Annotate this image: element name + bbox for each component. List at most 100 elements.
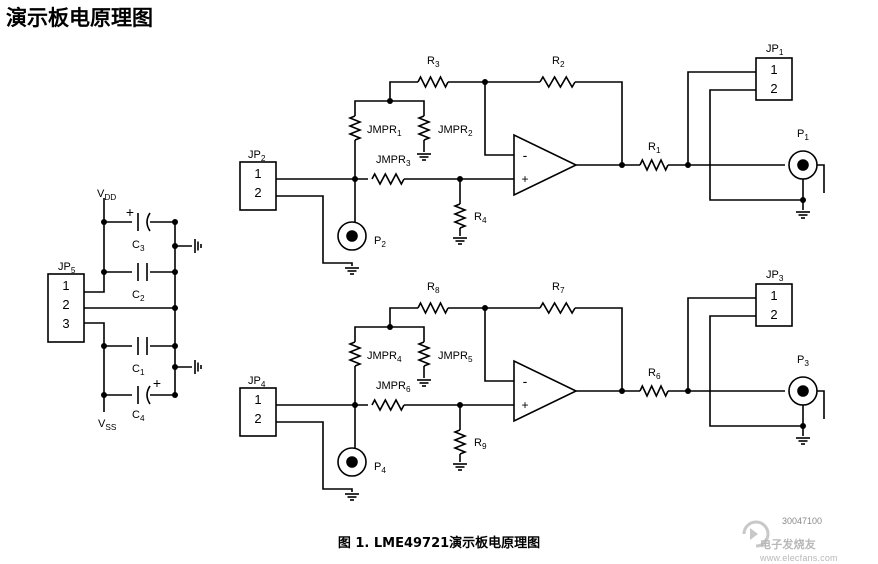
- wire: [575, 307, 623, 391]
- wire: [276, 195, 353, 266]
- component-label: C3: [132, 239, 145, 253]
- wire: [687, 297, 756, 391]
- probe-center: [797, 159, 809, 171]
- component-label: C1: [132, 363, 145, 377]
- resistor: [417, 75, 449, 89]
- pin-label: 1: [254, 166, 261, 181]
- wire: [817, 390, 825, 419]
- resistor: [416, 341, 432, 367]
- junction-dot: [457, 176, 463, 182]
- resistor: [539, 75, 576, 89]
- ground-icon: [416, 379, 432, 387]
- component-label: P4: [374, 461, 386, 475]
- resistor: [639, 158, 669, 172]
- wire: [84, 322, 105, 412]
- pin-label: 2: [770, 81, 777, 96]
- component-label: R6: [648, 367, 661, 381]
- component-label: R7: [552, 281, 565, 295]
- ground-icon: [344, 267, 360, 275]
- component-label: JMPR4: [367, 350, 402, 364]
- junction-dot: [101, 343, 107, 349]
- resistor: [347, 341, 363, 367]
- probe-jack: [337, 447, 367, 477]
- ground-icon: [795, 211, 811, 219]
- junction-dot: [172, 392, 178, 398]
- probe-center: [346, 230, 358, 242]
- junction-dot: [352, 176, 358, 182]
- component-label: R3: [427, 55, 440, 69]
- component-label: JMPR3: [376, 154, 411, 168]
- ground-icon: [452, 463, 468, 471]
- capacitor-plate: [146, 212, 151, 232]
- junction-dot: [685, 388, 691, 394]
- opamp-pin: +: [521, 398, 528, 412]
- opamp-triangle: [513, 133, 578, 197]
- component-label: JP5: [58, 261, 76, 275]
- component-label: VDD: [97, 188, 116, 202]
- output-jack-box: [755, 57, 793, 101]
- pin-label: 3: [62, 316, 69, 331]
- junction-dot: [172, 269, 178, 275]
- wire: [817, 164, 825, 193]
- junction-dot: [800, 423, 806, 429]
- pin-label: 1: [770, 62, 777, 77]
- ground-icon: [194, 359, 202, 375]
- watermark-figure-number: 30047100: [782, 516, 823, 526]
- wire: [389, 81, 418, 101]
- wire: [150, 221, 176, 346]
- component-label: P1: [797, 128, 809, 142]
- ground-icon: [452, 237, 468, 245]
- resistor: [452, 203, 468, 229]
- resistor: [371, 172, 405, 186]
- resistor: [639, 384, 669, 398]
- component-label: JMPR6: [376, 380, 411, 394]
- wire: [709, 315, 803, 427]
- junction-dot: [800, 197, 806, 203]
- pin-label: 2: [254, 185, 261, 200]
- junction-dot: [101, 219, 107, 225]
- pin-label: 2: [62, 297, 69, 312]
- pin-label: 1: [254, 392, 261, 407]
- opamp-pin: +: [521, 172, 528, 186]
- junction-dot: [101, 269, 107, 275]
- junction-dot: [101, 392, 107, 398]
- probe-jack: [788, 150, 818, 180]
- component-label: P3: [797, 354, 809, 368]
- ground-icon: [344, 493, 360, 501]
- probe-jack: [788, 376, 818, 406]
- wire: [484, 308, 514, 382]
- ground-icon: [194, 238, 202, 254]
- junction-dot: [172, 364, 178, 370]
- probe-center: [346, 456, 358, 468]
- resistor: [417, 301, 449, 315]
- component-label: R8: [427, 281, 440, 295]
- junction-dot: [619, 388, 625, 394]
- opamp-pin: -: [523, 147, 528, 163]
- junction-dot: [482, 79, 488, 85]
- input-jack-box: [239, 161, 277, 211]
- wire: [84, 198, 105, 293]
- power-connector-box: [47, 273, 85, 343]
- capacitor-plate: [146, 385, 151, 405]
- junction-dot: [172, 219, 178, 225]
- wire: [709, 89, 803, 201]
- component-label: JMPR1: [367, 124, 402, 138]
- component-label: R9: [474, 437, 487, 451]
- junction-dot: [387, 324, 393, 330]
- pin-label: 1: [770, 288, 777, 303]
- probe-jack: [337, 221, 367, 251]
- component-label: JP1: [766, 43, 784, 57]
- pin-label: 2: [770, 307, 777, 322]
- page-title: 演示板电原理图: [6, 6, 153, 30]
- wire: [276, 421, 353, 492]
- resistor: [452, 429, 468, 455]
- junction-dot: [172, 343, 178, 349]
- polarity-mark: +: [126, 204, 134, 220]
- resistor: [347, 115, 363, 141]
- wire: [389, 307, 418, 327]
- component-label: JP3: [766, 269, 784, 283]
- component-label: R2: [552, 55, 565, 69]
- junction-dot: [457, 402, 463, 408]
